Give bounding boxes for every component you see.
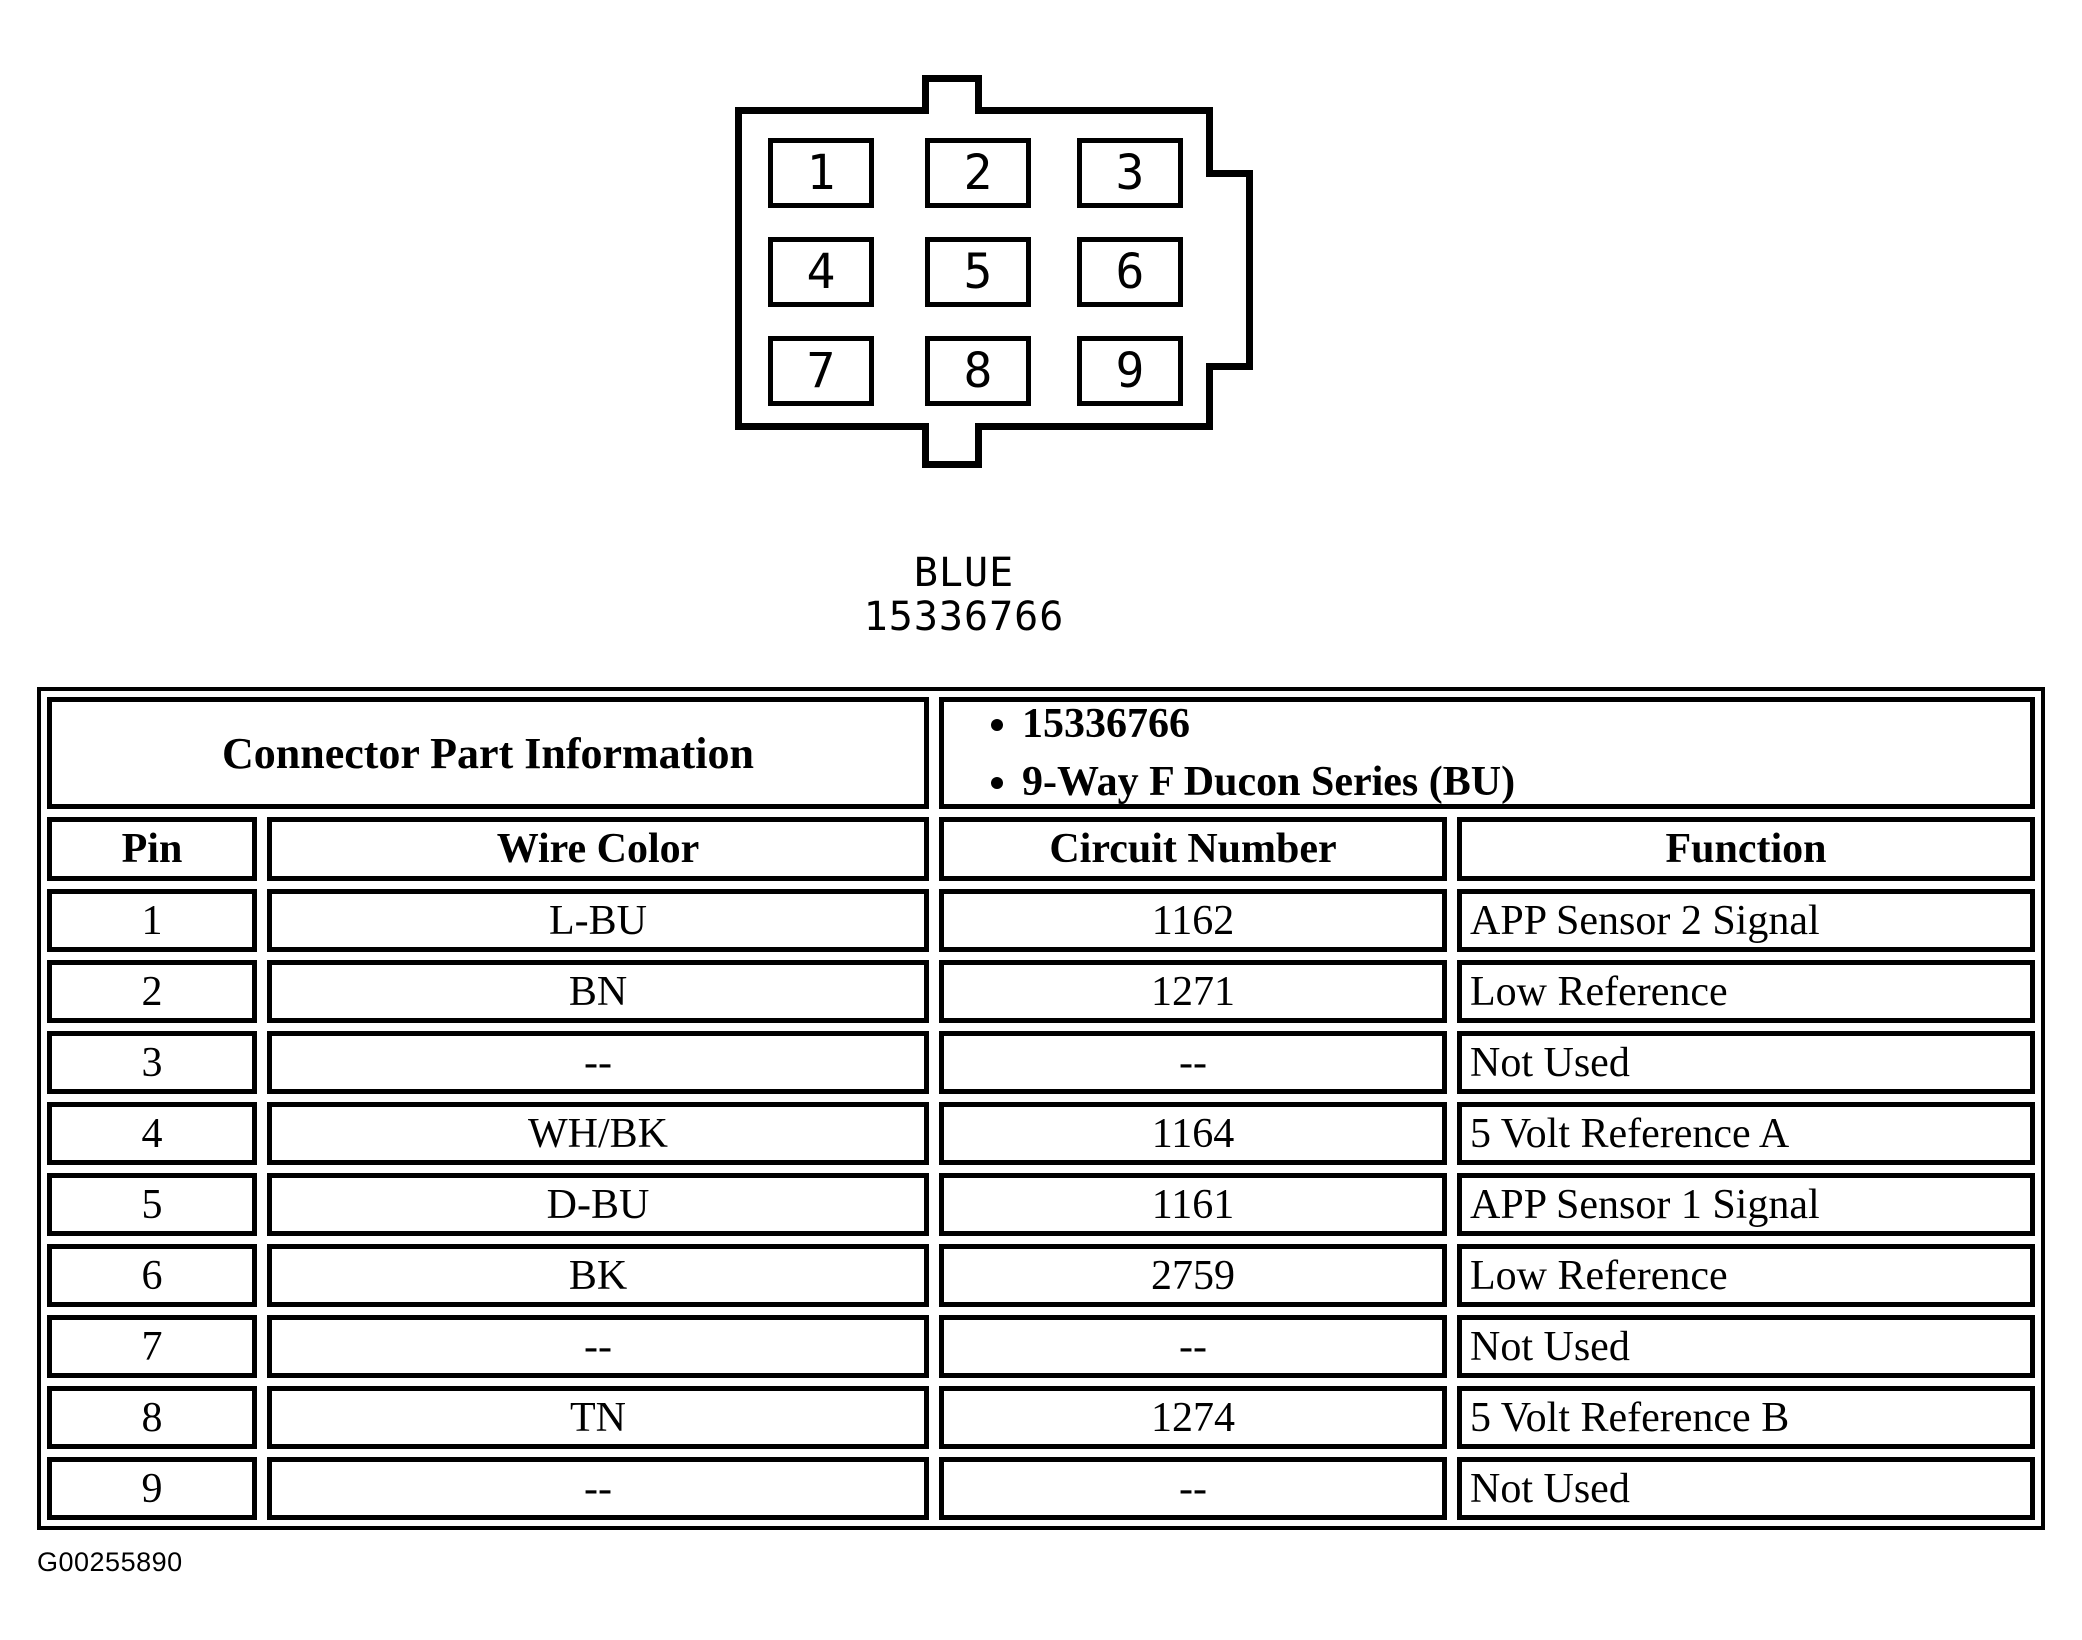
- pin-cell: 8: [47, 1386, 257, 1449]
- pin-cell: 6: [47, 1244, 257, 1307]
- column-header-wire-color: Wire Color: [267, 817, 929, 881]
- wire-color-cell: --: [267, 1031, 929, 1094]
- function-cell: Low Reference: [1457, 1244, 2035, 1307]
- part-info-details: 15336766 9-Way F Ducon Series (BU): [939, 697, 2035, 809]
- series-bullet: 9-Way F Ducon Series (BU): [1022, 753, 1515, 811]
- pin-number: 8: [963, 343, 993, 399]
- circuit-cell: 1161: [939, 1173, 1447, 1236]
- connector-part-number: 15336766: [863, 594, 1065, 640]
- pin-number: 3: [1115, 145, 1145, 201]
- pin-cell: 7: [47, 1315, 257, 1378]
- function-cell: Not Used: [1457, 1031, 2035, 1094]
- pin-cell: 1: [47, 889, 257, 952]
- pin-cavity-7: 7: [768, 336, 874, 406]
- column-header-pin: Pin: [47, 817, 257, 881]
- function-cell: 5 Volt Reference B: [1457, 1386, 2035, 1449]
- connector-pinout-table: Connector Part Information 15336766 9-Wa…: [37, 687, 2045, 1530]
- column-header-circuit-number: Circuit Number: [939, 817, 1447, 881]
- circuit-cell: 1271: [939, 960, 1447, 1023]
- function-cell: 5 Volt Reference A: [1457, 1102, 2035, 1165]
- circuit-cell: --: [939, 1031, 1447, 1094]
- circuit-cell: 1274: [939, 1386, 1447, 1449]
- connector-right-key-notch: [1206, 170, 1253, 370]
- function-cell: APP Sensor 1 Signal: [1457, 1173, 2035, 1236]
- pin-cell: 3: [47, 1031, 257, 1094]
- function-cell: Not Used: [1457, 1315, 2035, 1378]
- part-info-bullet-list: 15336766 9-Way F Ducon Series (BU): [944, 695, 1515, 811]
- figure-id: G00255890: [37, 1547, 183, 1577]
- connector-bottom-key-tab: [922, 423, 982, 468]
- circuit-cell: 2759: [939, 1244, 1447, 1307]
- pin-number: 7: [806, 343, 836, 399]
- pin-cavity-9: 9: [1077, 336, 1183, 406]
- circuit-cell: --: [939, 1315, 1447, 1378]
- function-cell: APP Sensor 2 Signal: [1457, 889, 2035, 952]
- wire-color-cell: TN: [267, 1386, 929, 1449]
- circuit-cell: 1164: [939, 1102, 1447, 1165]
- connector-caption: BLUE 15336766: [764, 551, 1164, 639]
- wire-color-cell: --: [267, 1315, 929, 1378]
- pin-cell: 5: [47, 1173, 257, 1236]
- pin-number: 2: [963, 145, 993, 201]
- connector-top-key-tab: [922, 75, 982, 114]
- pin-cell: 4: [47, 1102, 257, 1165]
- part-info-header: Connector Part Information: [47, 697, 929, 809]
- pin-cell: 2: [47, 960, 257, 1023]
- pin-number: 6: [1115, 244, 1145, 300]
- pin-cavity-3: 3: [1077, 138, 1183, 208]
- wire-color-cell: --: [267, 1457, 929, 1520]
- pin-cavity-8: 8: [925, 336, 1031, 406]
- function-cell: Not Used: [1457, 1457, 2035, 1520]
- column-header-function: Function: [1457, 817, 2035, 881]
- circuit-cell: --: [939, 1457, 1447, 1520]
- wire-color-cell: BK: [267, 1244, 929, 1307]
- connector-color-label: BLUE: [913, 550, 1015, 596]
- wire-color-cell: L-BU: [267, 889, 929, 952]
- circuit-cell: 1162: [939, 889, 1447, 952]
- pin-cavity-4: 4: [768, 237, 874, 307]
- pin-cell: 9: [47, 1457, 257, 1520]
- pin-cavity-5: 5: [925, 237, 1031, 307]
- wire-color-cell: D-BU: [267, 1173, 929, 1236]
- function-cell: Low Reference: [1457, 960, 2035, 1023]
- pin-cavity-2: 2: [925, 138, 1031, 208]
- pin-number: 1: [806, 145, 836, 201]
- wire-color-cell: WH/BK: [267, 1102, 929, 1165]
- wire-color-cell: BN: [267, 960, 929, 1023]
- pin-number: 4: [806, 244, 836, 300]
- pin-cavity-6: 6: [1077, 237, 1183, 307]
- part-number-bullet: 15336766: [1022, 695, 1515, 753]
- pin-number: 5: [963, 244, 993, 300]
- pin-number: 9: [1115, 343, 1145, 399]
- pin-cavity-1: 1: [768, 138, 874, 208]
